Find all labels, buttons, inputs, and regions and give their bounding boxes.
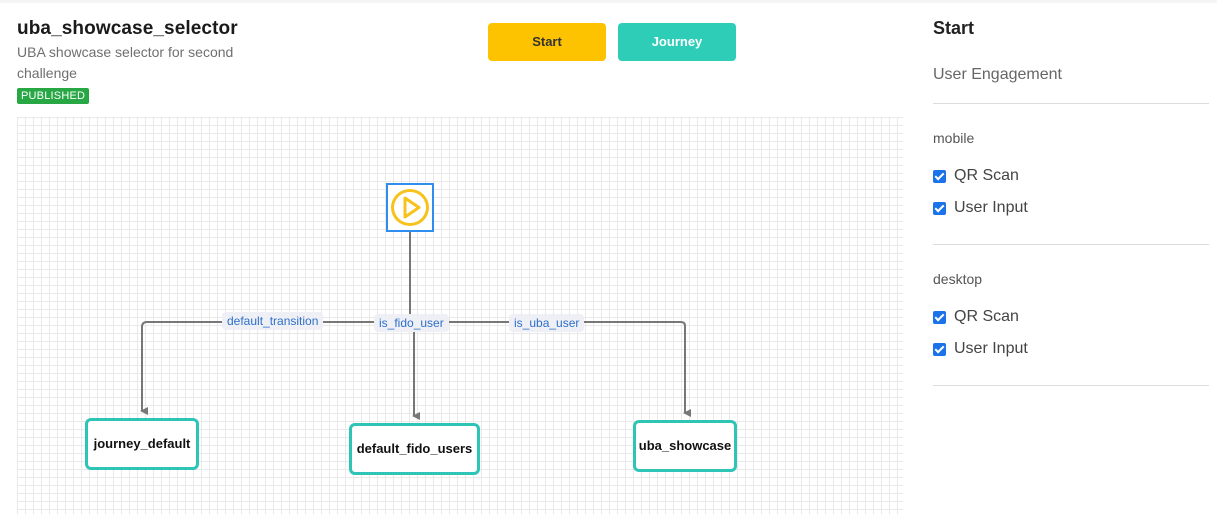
desktop-user-input-option[interactable]: User Input — [933, 339, 1028, 359]
panel-subtitle: User Engagement — [933, 66, 1062, 83]
start-node[interactable] — [386, 183, 434, 232]
group-label-desktop: desktop — [933, 271, 983, 287]
node-journey-default[interactable]: journey_default — [85, 418, 199, 470]
start-button[interactable]: Start — [488, 23, 606, 61]
panel-divider — [933, 244, 1209, 245]
mobile-qr-scan-option[interactable]: QR Scan — [933, 166, 1019, 186]
option-label: QR Scan — [954, 308, 1019, 325]
branch-connector — [147, 321, 686, 327]
status-badge: PUBLISHED — [17, 88, 90, 104]
option-label: User Input — [954, 199, 1028, 216]
node-default-fido-users[interactable]: default_fido_users — [349, 423, 480, 475]
checkbox-checked-icon[interactable] — [933, 201, 946, 215]
panel-divider — [933, 103, 1209, 104]
checkbox-checked-icon[interactable] — [933, 169, 946, 183]
flow-title: uba_showcase_selector — [17, 18, 238, 39]
node-uba-showcase[interactable]: uba_showcase — [633, 420, 737, 472]
flow-connections — [140, 232, 691, 420]
flow-canvas[interactable]: default_transition is_fido_user is_uba_u… — [17, 117, 903, 514]
option-label: User Input — [954, 340, 1028, 357]
group-label-mobile: mobile — [933, 130, 975, 146]
journey-button[interactable]: Journey — [618, 23, 736, 61]
top-border — [0, 0, 1217, 3]
edge-label-is-uba-user[interactable]: is_uba_user — [509, 314, 585, 332]
edge-label-is-fido-user[interactable]: is_fido_user — [374, 314, 449, 332]
mobile-user-input-option[interactable]: User Input — [933, 198, 1028, 218]
option-label: QR Scan — [954, 167, 1019, 184]
checkbox-checked-icon[interactable] — [933, 310, 946, 324]
panel-divider — [933, 385, 1209, 386]
checkbox-checked-icon[interactable] — [933, 342, 946, 356]
desktop-qr-scan-option[interactable]: QR Scan — [933, 307, 1019, 327]
edge-label-default-transition[interactable]: default_transition — [222, 312, 324, 330]
play-icon — [391, 189, 429, 226]
panel-title: Start — [933, 18, 975, 38]
flow-description: UBA showcase selector for second challen… — [17, 44, 234, 81]
